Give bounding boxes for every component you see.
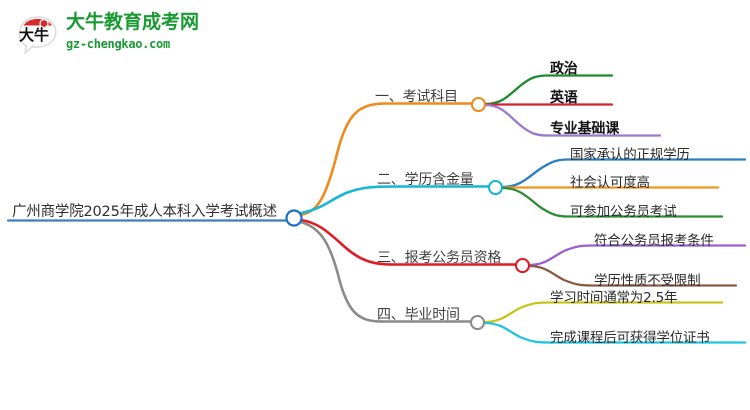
leaf-4-1-path <box>482 301 550 324</box>
leaf-1-3-path <box>483 103 550 137</box>
speech-bubble-logo-icon: 大牛 <box>14 10 62 56</box>
leaf-label-2-3[interactable]: 可参加公务员考试 <box>570 204 677 220</box>
leaf-1-1-path <box>483 74 550 106</box>
main-branch-2-path <box>299 185 402 215</box>
main-branch-1-path <box>298 102 387 217</box>
leaf-4-2-path <box>482 321 550 344</box>
main-branch-4-path <box>299 220 384 323</box>
branch-3-node-circle <box>514 257 531 274</box>
brand-name: 大牛教育成考网 <box>66 11 200 33</box>
branch-label-3[interactable]: 三、报考公务员资格 <box>377 250 502 266</box>
leaf-label-2-1[interactable]: 国家承认的正规学历 <box>570 147 690 163</box>
leaf-label-1-2[interactable]: 英语 <box>550 90 578 106</box>
svg-text:大牛: 大牛 <box>19 26 49 44</box>
branch-2-node-circle <box>487 179 504 196</box>
branch-1-node-circle <box>470 96 487 113</box>
leaf-label-3-2[interactable]: 学历性质不受限制 <box>594 273 701 289</box>
leaf-2-3-path <box>500 186 570 218</box>
leaf-label-4-1[interactable]: 学习时间通常为2.5年 <box>550 290 678 306</box>
leaf-label-3-1[interactable]: 符合公务员报考条件 <box>594 233 714 249</box>
leaf-label-2-2[interactable]: 社会认可度高 <box>570 175 650 191</box>
site-logo[interactable]: 大牛 大牛教育成考网 gz-chengkao.com <box>14 10 200 60</box>
branch-label-2[interactable]: 二、学历含金量 <box>377 172 474 188</box>
main-branch-3-path <box>299 218 394 266</box>
root-node-circle <box>285 209 303 227</box>
leaf-label-4-2[interactable]: 完成课程后可获得学位证书 <box>550 330 710 346</box>
root-label[interactable]: 广州商学院2025年成人本科入学考试概述 <box>12 204 277 220</box>
brand-url: gz-chengkao.com <box>66 37 170 51</box>
leaf-3-1-path <box>527 244 594 267</box>
leaf-3-2-path <box>527 264 594 287</box>
leaf-2-1-path <box>500 158 570 189</box>
leaf-label-1-3[interactable]: 专业基础课 <box>550 121 619 137</box>
leaf-label-1-1[interactable]: 政治 <box>550 61 578 77</box>
branch-label-4[interactable]: 四、毕业时间 <box>377 307 460 323</box>
branch-label-1[interactable]: 一、考试科目 <box>375 89 458 105</box>
branch-4-node-circle <box>469 314 486 331</box>
